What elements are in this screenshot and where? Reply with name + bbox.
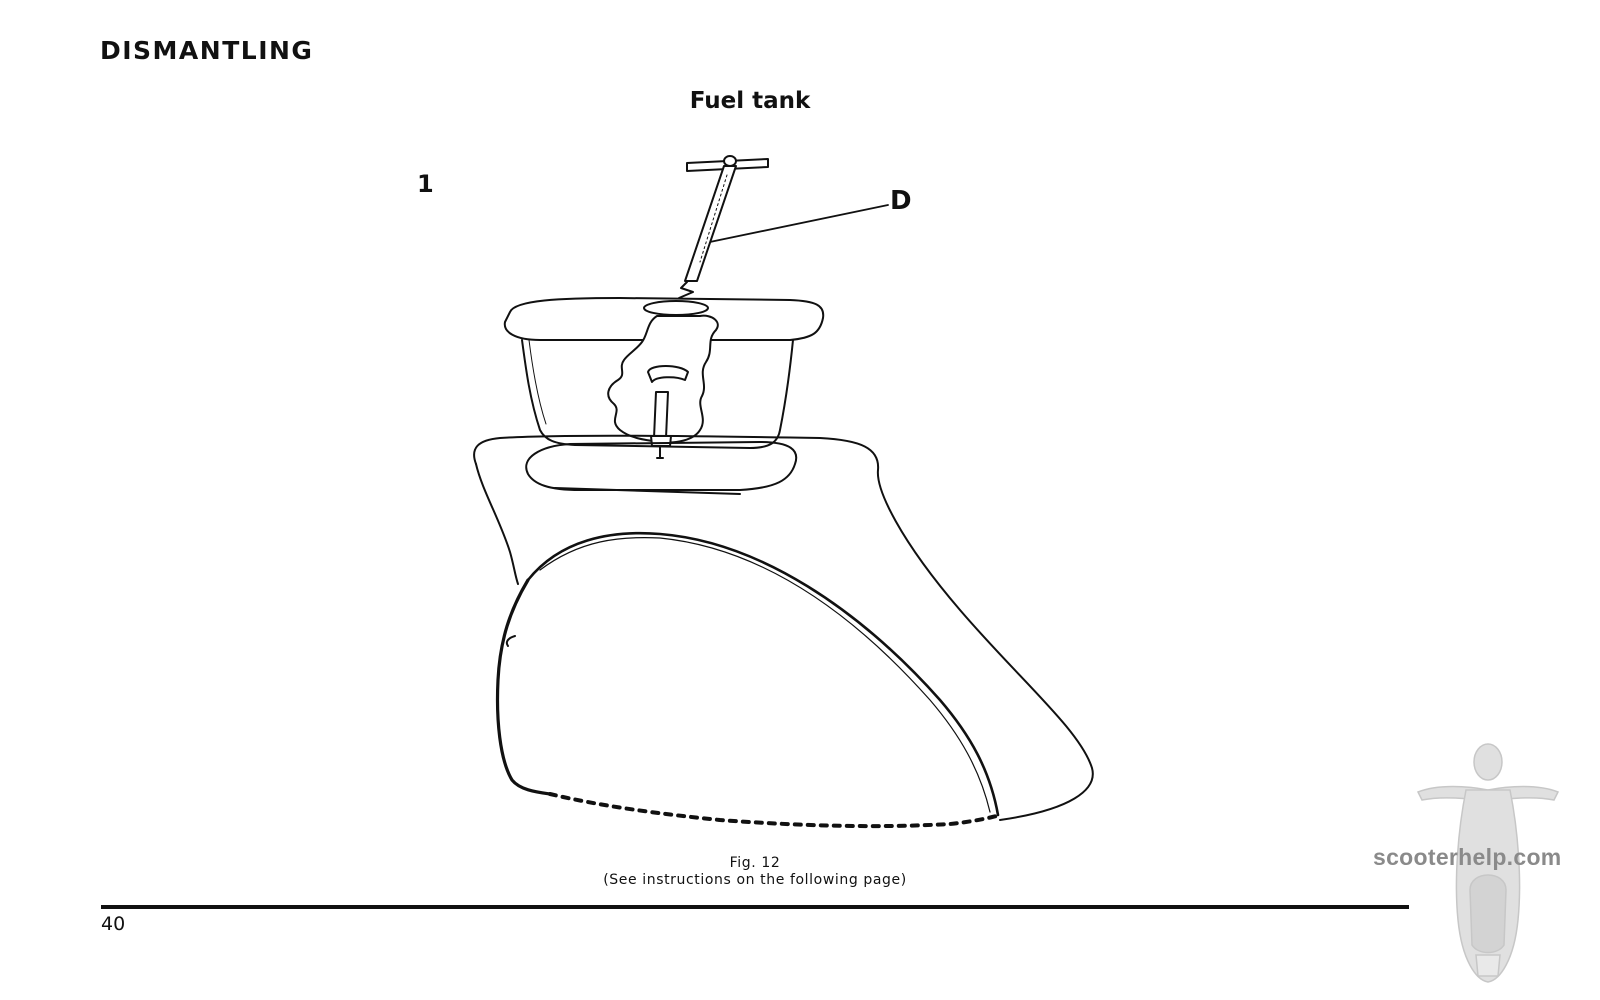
footer-rule: [101, 905, 1409, 909]
page-number: 40: [101, 913, 126, 935]
figure-number: Fig. 12: [729, 855, 781, 871]
scooter-icon: [1416, 743, 1560, 983]
t-handle-tool: [667, 155, 769, 347]
part-label-d: D: [890, 186, 912, 216]
watermark-text: scooterhelp.com: [1373, 844, 1562, 870]
figure-note: (See instructions on the following page): [603, 872, 907, 888]
section-heading: DISMANTLING: [100, 36, 314, 65]
fuel-tank-body: [503, 297, 825, 459]
figure-title: Fuel tank: [689, 88, 811, 114]
figure-index-label: 1: [417, 170, 434, 198]
frame-body-panel: [473, 434, 1094, 829]
leader-line: [704, 204, 889, 244]
figure-caption: Fig. 12 (See instructions on the followi…: [0, 855, 1510, 889]
